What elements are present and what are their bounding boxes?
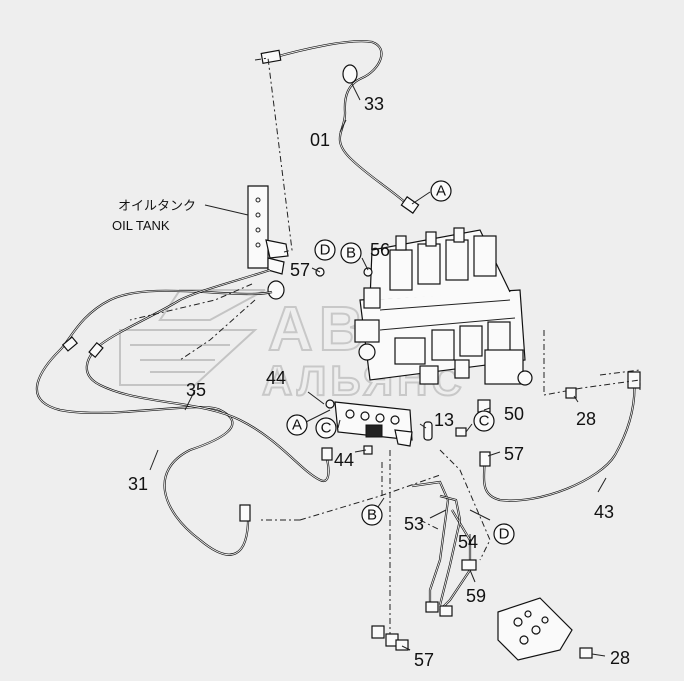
svg-text:A: A: [436, 183, 446, 200]
part-label-35: 35: [186, 380, 206, 400]
bottom-valve-block: [497, 597, 593, 661]
watermark-logo: [119, 289, 266, 386]
part-label-57-right: 57: [504, 444, 524, 464]
fitting-28-right: [565, 387, 577, 399]
part-label-31: 31: [128, 474, 148, 494]
part-label-13: 13: [434, 410, 454, 430]
pipe-bundle-53-54-59: [411, 480, 477, 617]
connector-a-top: A: [430, 180, 452, 202]
hose-31-35: [35, 268, 333, 556]
pilot-valve-block: [325, 399, 413, 455]
oil-tank: [204, 185, 289, 300]
svg-text:D: D: [320, 242, 331, 259]
control-valve: [315, 227, 533, 386]
leader-pipes: [381, 449, 491, 651]
oil-tank-label-en: OIL TANK: [112, 218, 170, 233]
leader-28-frame: [543, 330, 641, 396]
hose-43: [479, 371, 641, 502]
svg-text:A: A: [292, 417, 302, 434]
leader-tank-hose01: [254, 57, 293, 253]
svg-text:C: C: [321, 420, 332, 437]
part-label-28-right: 28: [576, 409, 596, 429]
hose-01: [260, 40, 420, 214]
part-label-28-bottom: 28: [610, 648, 630, 668]
leader-lines: [149, 83, 607, 657]
svg-text:B: B: [346, 245, 356, 262]
oil-tank-label-jp: オイルタンク: [118, 198, 196, 213]
svg-text:D: D: [499, 526, 510, 543]
leader-left-frame: [129, 283, 441, 521]
part-label-59: 59: [466, 586, 486, 606]
part-label-44-left: 44: [266, 368, 286, 388]
part-label-43: 43: [594, 502, 614, 522]
part-label-56: 56: [370, 240, 390, 260]
svg-text:C: C: [479, 413, 490, 430]
part-label-53: 53: [404, 514, 424, 534]
connector-c-left: C: [315, 417, 337, 439]
fitting-50: [477, 399, 491, 413]
part-label-57-top: 57: [290, 260, 310, 280]
connector-d-bottom: D: [493, 523, 515, 545]
fittings-57-bottom: [371, 625, 409, 651]
connector-c-right: C: [473, 410, 495, 432]
part-label-54: 54: [458, 532, 478, 552]
connector-b-top: B: [340, 242, 362, 264]
part-label-01: 01: [310, 130, 330, 150]
svg-text:B: B: [367, 507, 377, 524]
fitting-57-right: [455, 427, 467, 437]
connector-d-top: D: [314, 239, 336, 261]
fitting-13: [423, 421, 433, 441]
part-label-50: 50: [504, 404, 524, 424]
part-label-33: 33: [364, 94, 384, 114]
part-label-44-bottom: 44: [334, 450, 354, 470]
connector-a-left: A: [286, 414, 308, 436]
part-label-57-bottom: 57: [414, 650, 434, 670]
connector-b-bottom: B: [361, 504, 383, 526]
